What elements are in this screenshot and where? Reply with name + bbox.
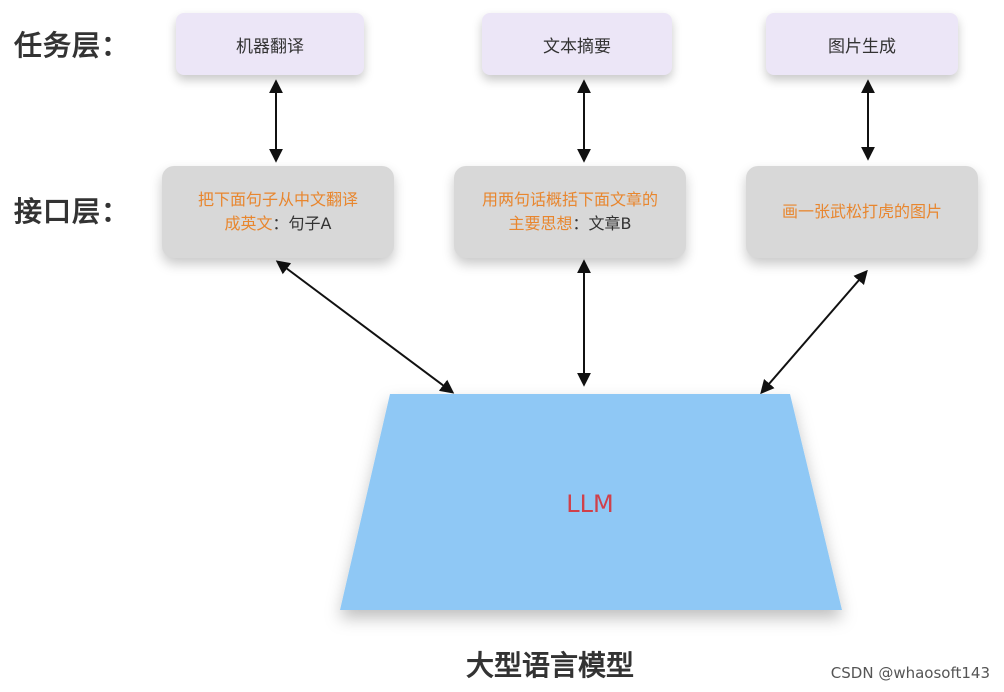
- arrow-interface3-llm: [760, 269, 868, 395]
- prompt-line2-target: ：文章B: [572, 214, 632, 233]
- task-layer-label: 任务层：: [14, 29, 131, 62]
- task-label: 图片生成: [828, 36, 896, 57]
- watermark: CSDN @whaosoft143: [830, 664, 990, 682]
- interface-layer-label: 接口层：: [14, 195, 131, 228]
- llm-label: LLM: [566, 490, 614, 518]
- model-caption: 大型语言模型: [465, 649, 634, 682]
- task-label: 文本摘要: [543, 36, 611, 57]
- prompt-line1: 画一张武松打虎的图片: [781, 202, 942, 221]
- interface-box-image: 画一张武松打虎的图片: [746, 166, 978, 258]
- arrow-interface1-llm: [275, 260, 455, 394]
- prompt-line1: 用两句话概括下面文章的: [481, 190, 658, 209]
- task-box-image-generation: 图片生成: [766, 13, 958, 75]
- prompt-line1: 把下面句子从中文翻译: [197, 190, 358, 209]
- task-box-summary: 文本摘要: [482, 13, 672, 75]
- prompt-line2-highlight: 成英文: [224, 214, 273, 233]
- task-label: 机器翻译: [236, 36, 304, 57]
- llm-trapezoid: [340, 394, 842, 610]
- prompt-line2-highlight: 主要思想: [508, 214, 573, 233]
- interface-box-translation: 把下面句子从中文翻译 成英文：句子A: [162, 166, 394, 258]
- interface-box-summary: 用两句话概括下面文章的 主要思想：文章B: [454, 166, 686, 258]
- prompt-line2-target: ：句子A: [272, 214, 332, 233]
- task-box-translation: 机器翻译: [176, 13, 364, 75]
